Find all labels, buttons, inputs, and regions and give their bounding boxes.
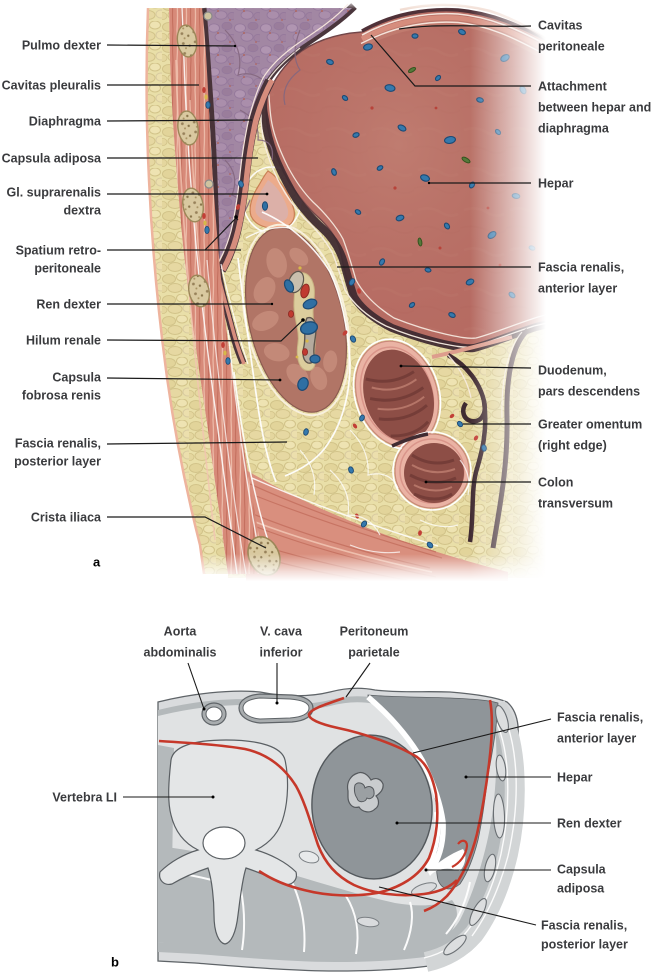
svg-text:inferior: inferior [259, 646, 302, 660]
svg-text:transversum: transversum [538, 497, 613, 511]
svg-text:between hepar and: between hepar and [538, 101, 651, 115]
svg-text:Crista iliaca: Crista iliaca [31, 511, 102, 525]
svg-text:Fascia renalis,: Fascia renalis, [557, 711, 643, 725]
svg-text:Diaphragma: Diaphragma [29, 115, 102, 129]
svg-text:Capsula adiposa: Capsula adiposa [2, 152, 102, 166]
svg-text:Capsula: Capsula [52, 371, 102, 385]
svg-text:V. cava: V. cava [260, 625, 303, 639]
svg-text:Cavitas: Cavitas [538, 19, 583, 33]
svg-text:dextra: dextra [63, 204, 102, 218]
svg-text:parietale: parietale [348, 646, 399, 660]
svg-text:Gl. suprarenalis: Gl. suprarenalis [7, 186, 102, 200]
svg-text:Vertebra LI: Vertebra LI [52, 791, 117, 805]
svg-text:Hepar: Hepar [557, 771, 593, 785]
svg-text:Fascia renalis,: Fascia renalis, [538, 261, 624, 275]
svg-text:peritoneale: peritoneale [34, 262, 101, 276]
svg-text:Hepar: Hepar [538, 177, 574, 191]
svg-text:Ren dexter: Ren dexter [36, 298, 101, 312]
svg-text:anterior layer: anterior layer [538, 282, 617, 296]
svg-text:Duodenum,: Duodenum, [538, 364, 607, 378]
svg-text:Fascia renalis,: Fascia renalis, [541, 919, 627, 933]
svg-text:abdominalis: abdominalis [144, 646, 217, 660]
svg-text:a: a [93, 555, 101, 570]
svg-text:Pulmo dexter: Pulmo dexter [22, 39, 101, 53]
svg-text:posterior layer: posterior layer [541, 938, 628, 952]
svg-text:Aorta: Aorta [164, 625, 198, 639]
svg-text:Ren dexter: Ren dexter [557, 817, 622, 831]
svg-text:peritoneale: peritoneale [538, 40, 605, 54]
svg-text:posterior layer: posterior layer [14, 455, 101, 469]
svg-text:Capsula: Capsula [557, 863, 607, 877]
svg-text:pars descendens: pars descendens [538, 385, 640, 399]
svg-text:Greater omentum: Greater omentum [538, 418, 642, 432]
svg-text:b: b [111, 955, 119, 970]
svg-text:Cavitas pleuralis: Cavitas pleuralis [2, 79, 101, 93]
svg-text:(right edge): (right edge) [538, 439, 607, 453]
svg-text:anterior layer: anterior layer [557, 732, 636, 746]
svg-text:diaphragma: diaphragma [538, 122, 610, 136]
svg-text:fobrosa renis: fobrosa renis [22, 389, 101, 403]
svg-text:Hilum renale: Hilum renale [26, 334, 101, 348]
svg-text:adiposa: adiposa [557, 882, 605, 896]
svg-text:Fascia renalis,: Fascia renalis, [15, 437, 101, 451]
svg-text:Colon: Colon [538, 476, 573, 490]
svg-text:Attachment: Attachment [538, 80, 608, 94]
svg-text:Spatium retro-: Spatium retro- [16, 244, 101, 258]
svg-text:Peritoneum: Peritoneum [340, 625, 409, 639]
